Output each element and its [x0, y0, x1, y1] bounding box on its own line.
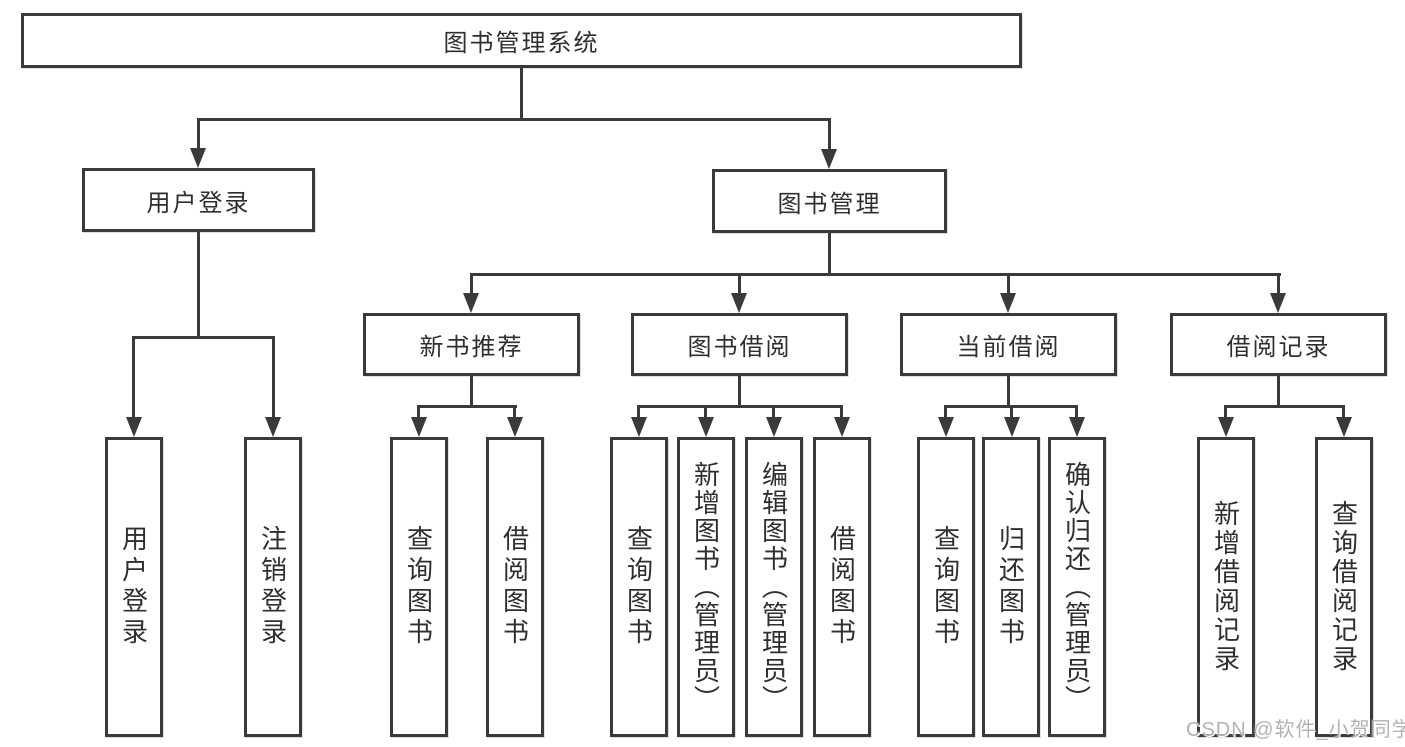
node-leaf-cb-confirm: 确认归还（管理员） [1048, 437, 1106, 737]
arrowhead-book-borrow [731, 293, 747, 313]
arrowhead-nbr-borrow [507, 417, 523, 437]
arrowhead-bb-borrow [834, 417, 850, 437]
arrowhead-cb-return [1004, 417, 1020, 437]
connector-borrow-records-hline [1224, 405, 1345, 408]
arrowhead-user-login-leaf [126, 417, 142, 437]
connector-drop-nbr-query [417, 408, 420, 419]
connector-new-book-rec-hline [417, 405, 517, 408]
node-book-mgmt: 图书管理 [712, 169, 947, 233]
connector-drop-new-book-rec [470, 276, 473, 295]
node-book-borrow: 图书借阅 [631, 313, 848, 376]
connector-user-login-stem [197, 232, 200, 339]
arrowhead-br-query [1336, 417, 1352, 437]
connector-current-borrow-stem [1007, 376, 1010, 408]
node-leaf-bb-query: 查询图书 [610, 437, 668, 737]
node-borrow-records: 借阅记录 [1170, 313, 1387, 376]
connector-drop-book-mgmt [828, 121, 831, 151]
node-leaf-br-add: 新增借阅记录 [1197, 437, 1255, 737]
arrowhead-bb-edit [766, 417, 782, 437]
arrowhead-new-book-rec [463, 293, 479, 313]
node-current-borrow: 当前借阅 [900, 313, 1117, 376]
connector-drop-user-login [197, 121, 200, 150]
node-root: 图书管理系统 [21, 13, 1022, 68]
connector-current-borrow-hline [944, 405, 1078, 408]
connector-drop-user-login-leaf [132, 339, 135, 418]
arrowhead-br-add [1218, 417, 1234, 437]
node-leaf-nbr-query: 查询图书 [390, 437, 448, 737]
connector-borrow-records-stem [1277, 376, 1280, 408]
arrowhead-bb-add [698, 417, 714, 437]
arrowhead-cb-query [938, 417, 954, 437]
connector-book-borrow-stem [738, 376, 741, 408]
connector-drop-nbr-borrow [513, 408, 516, 419]
node-leaf-cb-return: 归还图书 [982, 437, 1040, 737]
connector-user-login-hline [132, 336, 275, 339]
arrowhead-book-mgmt [821, 149, 837, 169]
connector-new-book-rec-stem [470, 376, 473, 408]
node-leaf-nbr-borrow: 借阅图书 [486, 437, 544, 737]
node-leaf-br-query: 查询借阅记录 [1315, 437, 1373, 737]
node-leaf-cb-query: 查询图书 [917, 437, 975, 737]
connector-drop-cb-confirm [1075, 408, 1078, 419]
connector-drop-bb-borrow [840, 408, 843, 419]
connector-root-hline [197, 118, 831, 121]
connector-drop-br-query [1342, 408, 1345, 419]
connector-drop-book-borrow [738, 276, 741, 295]
arrowhead-cb-confirm [1069, 417, 1085, 437]
node-leaf-bb-edit: 编辑图书（管理员） [745, 437, 803, 737]
node-leaf-logout: 注销登录 [244, 437, 302, 737]
connector-drop-cb-query [944, 408, 947, 419]
arrowhead-current-borrow [1000, 293, 1016, 313]
watermark: CSDN @软件_小贺同学 [1186, 719, 1405, 741]
connector-drop-bb-query [637, 408, 640, 419]
arrowhead-logout-leaf [265, 417, 281, 437]
node-new-book-rec: 新书推荐 [363, 313, 580, 376]
connector-drop-cb-return [1010, 408, 1013, 419]
connector-book-borrow-hline [637, 405, 843, 408]
connector-root-stem [520, 68, 523, 121]
arrowhead-nbr-query [411, 417, 427, 437]
arrowhead-bb-query [631, 417, 647, 437]
connector-drop-bb-add [704, 408, 707, 419]
connector-drop-borrow-records [1277, 276, 1280, 295]
node-leaf-bb-add: 新增图书（管理员） [677, 437, 735, 737]
connector-book-mgmt-hline [470, 273, 1281, 276]
connector-drop-current-borrow [1007, 276, 1010, 295]
connector-drop-logout-leaf [272, 339, 275, 418]
connector-drop-br-add [1224, 408, 1227, 419]
connector-drop-bb-edit [772, 408, 775, 419]
node-leaf-user-login: 用户登录 [105, 437, 163, 737]
node-user-login: 用户登录 [82, 168, 315, 232]
arrowhead-user-login [190, 148, 206, 168]
arrowhead-borrow-records [1270, 293, 1286, 313]
node-leaf-bb-borrow: 借阅图书 [813, 437, 871, 737]
connector-book-mgmt-stem [828, 233, 831, 276]
